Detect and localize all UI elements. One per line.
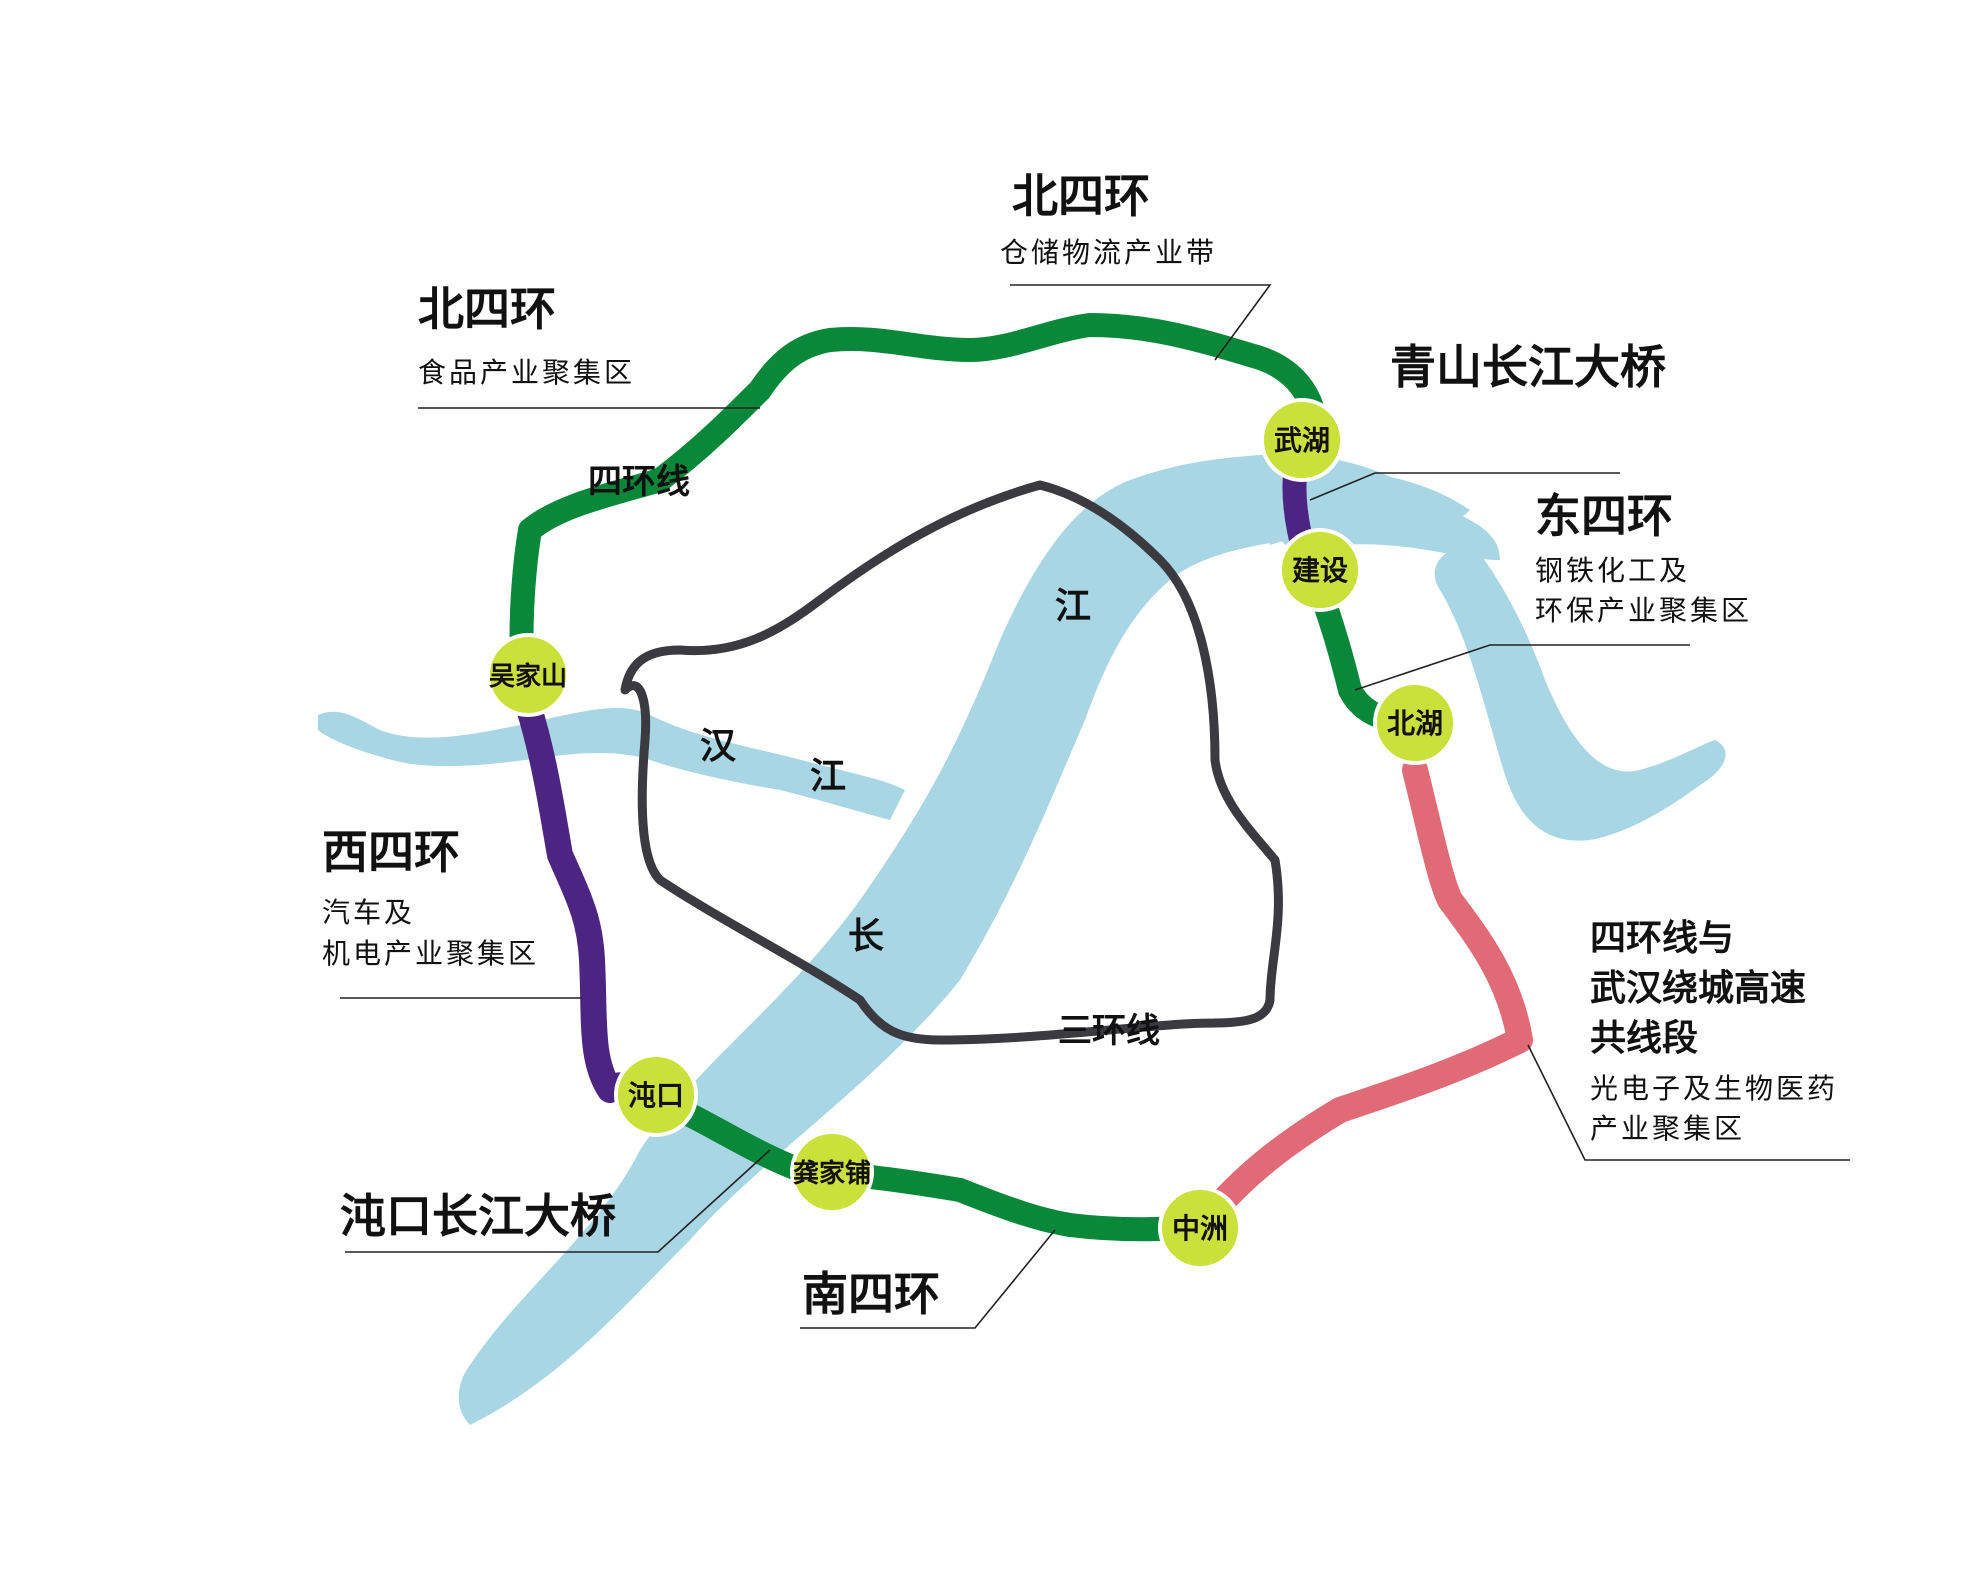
river-label-han-jiang: 江 <box>810 756 846 797</box>
yangtze-river <box>458 455 1282 1425</box>
yangtze-east-curl <box>1430 500 1726 841</box>
node-label-beihu: 北湖 <box>1387 707 1443 740</box>
river-label-chang-jiang: 江 <box>1055 586 1091 627</box>
north-west-subtitle: 食品产业聚集区 <box>418 356 635 389</box>
rivers <box>318 454 1726 1425</box>
shared-title-line2: 武汉绕城高速 <box>1590 968 1806 1009</box>
section-labels: 北四环 仓储物流产业带 北四环 食品产业聚集区 青山长江大桥 东四环 钢铁化工及… <box>322 169 1838 1321</box>
leader-north-east <box>1010 284 1272 361</box>
node-gongjiapu[interactable]: 龚家铺 <box>790 1130 874 1214</box>
shared-subtitle-line1: 光电子及生物医药 <box>1590 1072 1838 1105</box>
shared-title-line1: 四环线与 <box>1590 918 1734 959</box>
north-east-title: 北四环 <box>1012 169 1150 223</box>
node-jianshe[interactable]: 建设 <box>1278 528 1362 612</box>
node-beihu[interactable]: 北湖 <box>1373 681 1457 765</box>
node-wujiashan[interactable]: 吴家山 <box>486 633 570 717</box>
south-title: 南四环 <box>802 1267 940 1321</box>
north-west-title: 北四环 <box>418 282 556 336</box>
west-subtitle-line2: 机电产业聚集区 <box>322 937 539 970</box>
river-label-han: 汉 <box>700 726 737 767</box>
fourth-ring-road <box>509 313 1533 1242</box>
east-subtitle-line2: 环保产业聚集区 <box>1535 594 1752 627</box>
west-title: 西四环 <box>322 825 460 879</box>
leader-lines <box>340 284 1850 1329</box>
node-label-wuhu: 武湖 <box>1274 424 1330 457</box>
fourth-ring-line-label: 四环线 <box>588 462 690 502</box>
qingshan-bridge-title: 青山长江大桥 <box>1390 340 1666 394</box>
zhuankou-bridge-title: 沌口长江大桥 <box>340 1189 616 1243</box>
fourth-ring-shared-segment <box>1202 757 1533 1223</box>
nodes: 武湖 建设 北湖 吴家山 沌口 龚家铺 中洲 <box>486 398 1457 1270</box>
third-ring-line-label: 三环线 <box>1058 1011 1160 1051</box>
leader-east <box>1354 644 1690 691</box>
shared-subtitle-line2: 产业聚集区 <box>1590 1112 1745 1145</box>
node-label-gongjiapu: 龚家铺 <box>793 1158 871 1189</box>
fourth-ring-west-segment <box>515 692 663 1108</box>
fourth-ring-south-segment <box>678 1103 1197 1242</box>
node-label-zhongzhou: 中洲 <box>1172 1212 1228 1245</box>
leader-qingshan <box>1309 472 1620 501</box>
node-label-jianshe: 建设 <box>1292 554 1348 587</box>
north-east-subtitle: 仓储物流产业带 <box>1000 236 1217 269</box>
han-river <box>318 708 905 820</box>
leader-south <box>800 1229 1056 1329</box>
leader-shared <box>1527 1044 1850 1161</box>
node-label-zhuankou: 沌口 <box>628 1079 684 1112</box>
east-subtitle-line1: 钢铁化工及 <box>1535 554 1690 587</box>
fourth-ring-north-segment <box>509 313 1327 672</box>
shared-title-line3: 共线段 <box>1590 1018 1698 1059</box>
node-wuhu[interactable]: 武湖 <box>1260 398 1344 482</box>
west-subtitle-line1: 汽车及 <box>322 896 415 929</box>
node-label-wujiashan: 吴家山 <box>489 661 567 692</box>
river-labels: 汉 江 长 江 <box>700 586 1091 957</box>
third-ring-road <box>620 480 1283 1045</box>
node-zhuankou[interactable]: 沌口 <box>614 1053 698 1137</box>
node-zhongzhou[interactable]: 中洲 <box>1158 1186 1242 1270</box>
east-title: 东四环 <box>1535 489 1673 543</box>
leader-zhuankou-bridge <box>345 1149 771 1253</box>
river-label-chang: 长 <box>848 916 884 957</box>
